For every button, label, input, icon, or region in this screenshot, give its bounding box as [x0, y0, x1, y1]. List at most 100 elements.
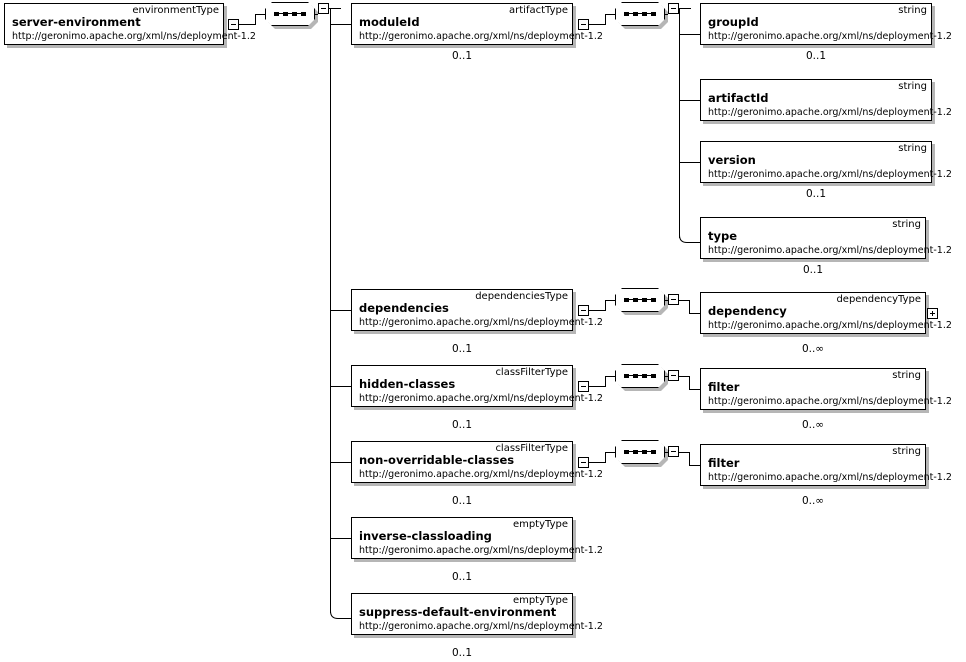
connector-line	[689, 376, 690, 390]
expand-toggle-dependency[interactable]	[927, 308, 938, 319]
node-non-overridable-classes[interactable]: classFilterType non-overridable-classes …	[351, 441, 603, 483]
connector-line	[679, 300, 689, 301]
node-type-label: string	[898, 5, 927, 16]
cardinality-moduleId: 0..1	[451, 50, 473, 62]
collapse-toggle-server-environment[interactable]	[228, 19, 239, 30]
node-type[interactable]: string type http://geronimo.apache.org/x…	[700, 217, 952, 259]
collapse-toggle-hidden-classes[interactable]	[578, 381, 589, 392]
cardinality-hidden-classes: 0..1	[451, 419, 473, 431]
connector-line	[315, 14, 318, 15]
node-name-label: groupId	[708, 15, 759, 29]
node-type-label: string	[892, 370, 921, 381]
cardinality-version: 0..1	[805, 188, 827, 200]
node-type-label: classFilterType	[495, 443, 568, 454]
node-groupId[interactable]: string groupId http://geronimo.apache.or…	[700, 3, 952, 45]
sequence-dots	[624, 298, 656, 302]
node-name-label: filter	[708, 456, 740, 470]
connector-line	[689, 465, 701, 466]
node-filter-non-overridable-classes[interactable]: string filter http://geronimo.apache.org…	[700, 444, 952, 486]
cardinality-type: 0..1	[802, 264, 824, 276]
connector-line	[605, 452, 606, 463]
collapse-toggle-sequence-4[interactable]	[668, 370, 679, 381]
node-server-environment[interactable]: environmentType server-environment http:…	[4, 3, 256, 45]
node-namespace-label: http://geronimo.apache.org/xml/ns/deploy…	[708, 320, 952, 331]
node-dependencies[interactable]: dependenciesType dependencies http://ger…	[351, 289, 603, 331]
cardinality-filter-hidden-classes: 0..∞	[801, 419, 825, 431]
connector-line	[589, 462, 605, 463]
sequence-rule	[624, 299, 656, 300]
connector-line	[665, 300, 668, 301]
connector-line	[330, 538, 351, 539]
node-type-label: string	[898, 81, 927, 92]
node-type-label: string	[898, 143, 927, 154]
sequence-dots	[624, 374, 656, 378]
cardinality-filter-non-overridable-classes: 0..∞	[801, 495, 825, 507]
node-dependency[interactable]: dependencyType dependency http://geronim…	[700, 292, 952, 334]
sequence-octagon	[615, 364, 665, 388]
connector-line	[665, 376, 668, 377]
sequence-compositor-icon[interactable]	[615, 364, 668, 391]
connector-line	[589, 310, 605, 311]
node-namespace-label: http://geronimo.apache.org/xml/ns/deploy…	[708, 107, 952, 118]
sequence-compositor-icon[interactable]	[615, 288, 668, 315]
tree-spine-level2	[679, 8, 680, 238]
node-type-label: emptyType	[512, 595, 568, 606]
node-name-label: inverse-classloading	[359, 529, 492, 543]
cardinality-suppress-default-environment: 0..1	[451, 647, 473, 659]
sequence-octagon	[615, 288, 665, 312]
tree-elbow-icon	[679, 229, 703, 243]
node-name-label: server-environment	[12, 15, 141, 29]
connector-line	[330, 386, 351, 387]
connector-line	[255, 14, 256, 25]
connector-line	[689, 389, 701, 390]
node-namespace-label: http://geronimo.apache.org/xml/ns/deploy…	[708, 396, 952, 407]
connector-line	[679, 452, 689, 453]
node-type-label: emptyType	[512, 519, 568, 530]
node-version[interactable]: string version http://geronimo.apache.or…	[700, 141, 952, 183]
collapse-toggle-sequence-1[interactable]	[318, 3, 329, 14]
node-namespace-label: http://geronimo.apache.org/xml/ns/deploy…	[708, 245, 952, 256]
node-namespace-label: http://geronimo.apache.org/xml/ns/deploy…	[359, 469, 603, 480]
sequence-compositor-icon[interactable]	[615, 440, 668, 467]
connector-line	[605, 376, 615, 377]
node-artifactId[interactable]: string artifactId http://geronimo.apache…	[700, 79, 952, 121]
node-name-label: non-overridable-classes	[359, 453, 515, 467]
node-filter-hidden-classes[interactable]: string filter http://geronimo.apache.org…	[700, 368, 952, 410]
node-name-label: version	[708, 153, 756, 167]
cardinality-dependencies: 0..1	[451, 343, 473, 355]
connector-line	[679, 34, 700, 35]
node-inverse-classloading[interactable]: emptyType inverse-classloading http://ge…	[351, 517, 603, 559]
collapse-toggle-dependencies[interactable]	[578, 305, 589, 316]
collapse-toggle-sequence-3[interactable]	[668, 294, 679, 305]
sequence-dots	[274, 12, 306, 16]
node-namespace-label: http://geronimo.apache.org/xml/ns/deploy…	[708, 472, 952, 483]
node-name-label: artifactId	[708, 91, 769, 105]
node-type-label: environmentType	[132, 5, 219, 16]
connector-line	[255, 14, 265, 15]
connector-line	[605, 376, 606, 387]
node-name-label: dependency	[708, 304, 787, 318]
node-namespace-label: http://geronimo.apache.org/xml/ns/deploy…	[359, 545, 603, 556]
node-namespace-label: http://geronimo.apache.org/xml/ns/deploy…	[359, 393, 603, 404]
collapse-toggle-moduleId[interactable]	[578, 19, 589, 30]
sequence-octagon	[615, 440, 665, 464]
node-type-label: artifactType	[509, 5, 568, 16]
sequence-compositor-icon[interactable]	[265, 2, 318, 29]
node-name-label: filter	[708, 380, 740, 394]
connector-line	[605, 14, 606, 25]
connector-line	[605, 300, 606, 311]
sequence-compositor-icon[interactable]	[615, 2, 668, 29]
node-type-label: dependencyType	[836, 294, 921, 305]
sequence-octagon	[265, 2, 315, 26]
node-suppress-default-environment[interactable]: emptyType suppress-default-environment h…	[351, 593, 603, 635]
connector-line	[605, 14, 615, 15]
connector-line	[605, 452, 615, 453]
connector-line	[330, 462, 351, 463]
collapse-toggle-sequence-2[interactable]	[668, 3, 679, 14]
collapse-toggle-non-overridable-classes[interactable]	[578, 457, 589, 468]
sequence-rule	[624, 375, 656, 376]
node-moduleId[interactable]: artifactType moduleId http://geronimo.ap…	[351, 3, 603, 45]
node-hidden-classes[interactable]: classFilterType hidden-classes http://ge…	[351, 365, 603, 407]
collapse-toggle-sequence-5[interactable]	[668, 446, 679, 457]
